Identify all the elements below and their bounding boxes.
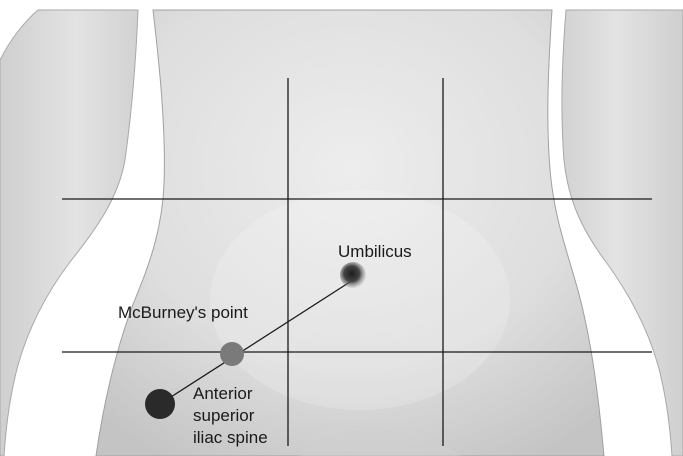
umbilicus-label: Umbilicus xyxy=(338,242,412,262)
asis-label-line2: superior xyxy=(193,405,268,427)
asis-label: Anterior superior iliac spine xyxy=(193,383,268,449)
mcburney-label: McBurney's point xyxy=(118,303,248,323)
asis-point xyxy=(145,389,175,419)
abdomen-shading xyxy=(210,190,510,410)
umbilicus-point xyxy=(340,262,366,288)
mcburney-point xyxy=(220,342,244,366)
asis-label-line1: Anterior xyxy=(193,383,268,405)
asis-label-line3: iliac spine xyxy=(193,427,268,449)
